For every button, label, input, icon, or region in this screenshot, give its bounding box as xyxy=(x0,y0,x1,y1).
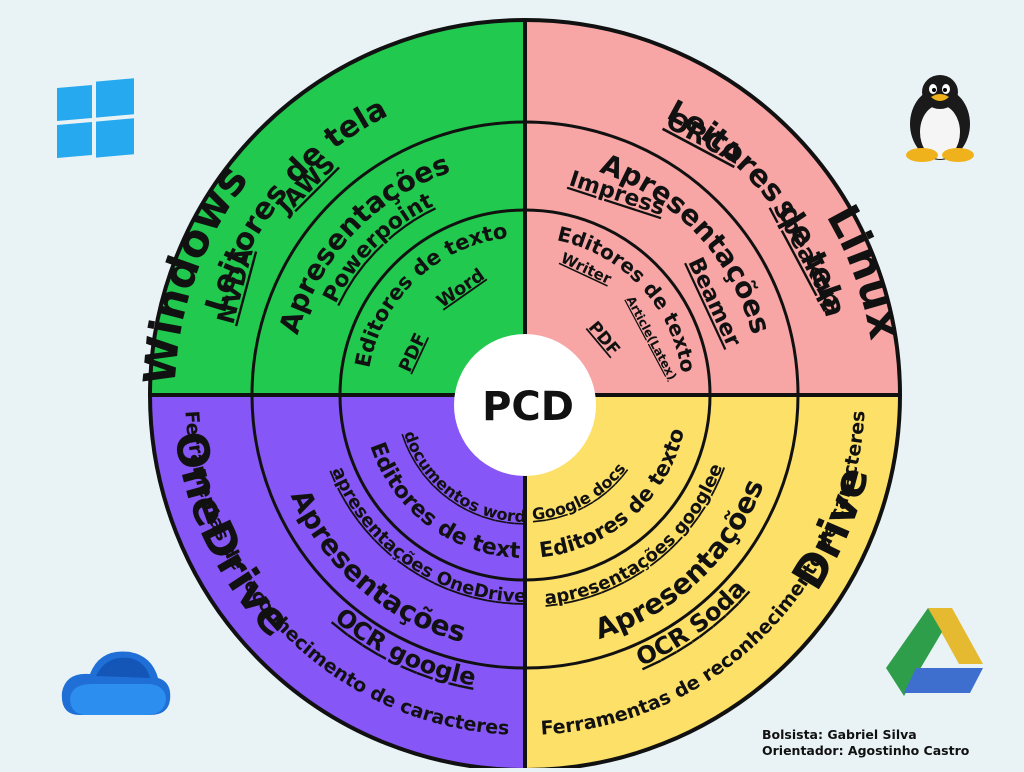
center-circle xyxy=(454,334,596,476)
windows-logo-icon xyxy=(57,78,134,158)
center-label: PCD xyxy=(482,384,574,430)
tux-penguin-icon xyxy=(906,75,974,162)
google-drive-icon xyxy=(886,608,983,696)
credits-scholar: Bolsista: Gabriel Silva xyxy=(762,727,917,742)
credits-advisor: Orientador: Agostinho Castro xyxy=(762,743,970,758)
credits: Bolsista: Gabriel Silva Orientador: Agos… xyxy=(762,727,969,759)
onedrive-cloud-icon xyxy=(61,651,171,715)
